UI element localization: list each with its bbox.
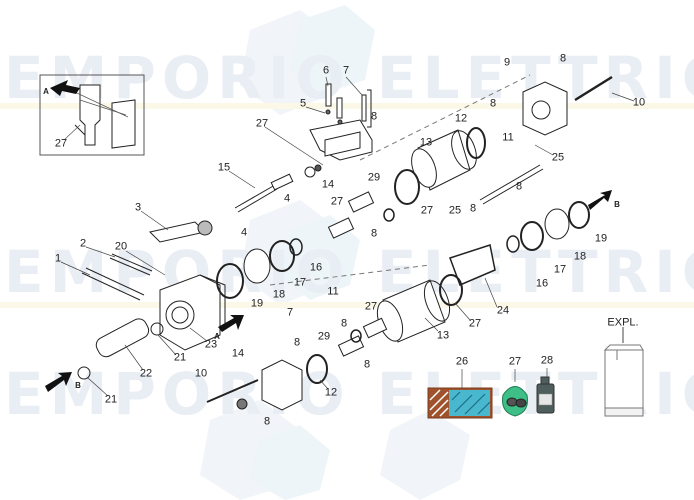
part-number-label: 21 (104, 393, 118, 406)
part-number-label: 12 (324, 386, 338, 399)
part-number-label: 2 (79, 237, 87, 250)
part-number-label: 8 (340, 317, 348, 330)
part-number-label: 11 (502, 131, 514, 144)
part-number-label: 10 (194, 367, 208, 380)
part-number-label: 18 (573, 250, 587, 263)
part-number-label: 22 (139, 367, 153, 380)
watermark-text-middle: EMPORIO ELETTRICO (4, 238, 694, 306)
inset-part-label: 27 (54, 137, 68, 150)
part-number-label: 8 (370, 110, 378, 123)
part-number-label: 12 (454, 112, 468, 125)
watermark-text-bottom: EMPORIO ELETTRICO (4, 360, 694, 428)
part-number-label: 3 (134, 201, 142, 214)
part-number-label: 20 (114, 240, 128, 253)
part-number-label: 17 (293, 276, 307, 289)
part-number-label: 18 (272, 288, 286, 301)
part-number-label: 24 (496, 304, 510, 317)
part-number-label: 8 (489, 97, 497, 110)
part-number-label: 29 (317, 330, 331, 343)
arrow-b-label-left: B (75, 381, 81, 390)
part-number-label: 8 (363, 358, 371, 371)
part-number-label: 21 (173, 351, 187, 364)
part-number-label: 7 (342, 64, 350, 77)
arrow-a-label: A (214, 332, 220, 341)
part-number-label: 27 (468, 317, 482, 330)
part-number-label: 14 (321, 178, 335, 191)
part-number-label: 19 (250, 297, 264, 310)
part-number-label: 29 (367, 171, 381, 184)
part-number-label: 4 (283, 192, 291, 205)
arrow-b-label-right: B (614, 200, 620, 209)
part-number-label: 5 (299, 97, 307, 110)
part-number-label: 8 (559, 52, 567, 65)
part-number-label: 10 (632, 96, 646, 109)
part-number-label: 17 (553, 263, 567, 276)
part-number-label: 4 (240, 226, 248, 239)
part-number-label: 25 (551, 151, 565, 164)
part-number-label: 19 (594, 232, 608, 245)
part-number-label: 25 (448, 204, 462, 217)
part-number-label: 8 (370, 227, 378, 240)
part-number-label: 15 (217, 161, 231, 174)
watermark-text-top: EMPORIO ELETTRICO (4, 44, 694, 112)
part-number-label: 11 (327, 285, 339, 298)
part-number-label: 28 (540, 354, 554, 367)
part-number-label: 1 (54, 252, 62, 265)
part-number-label: 13 (436, 329, 450, 342)
part-number-label: 9 (503, 56, 511, 69)
part-number-label: 27 (255, 117, 269, 130)
part-number-label: 27 (364, 300, 378, 313)
part-number-label: 16 (309, 261, 323, 274)
part-number-label: 14 (231, 347, 245, 360)
expl-label: EXPL. (607, 316, 639, 329)
part-number-label: 8 (263, 415, 271, 428)
part-number-label: 8 (469, 202, 477, 215)
part-number-label: 7 (286, 306, 294, 319)
part-number-label: 23 (204, 338, 218, 351)
part-number-label: 27 (420, 204, 434, 217)
part-number-label: 8 (515, 180, 523, 193)
part-number-label: 16 (535, 277, 549, 290)
part-number-label: 8 (293, 336, 301, 349)
part-number-label: 26 (455, 355, 469, 368)
part-number-label: 13 (419, 136, 433, 149)
inset-arrow-label: A (43, 87, 49, 96)
part-number-label: 27 (508, 355, 522, 368)
part-number-label: 6 (322, 64, 330, 77)
part-number-label: 27 (330, 195, 344, 208)
